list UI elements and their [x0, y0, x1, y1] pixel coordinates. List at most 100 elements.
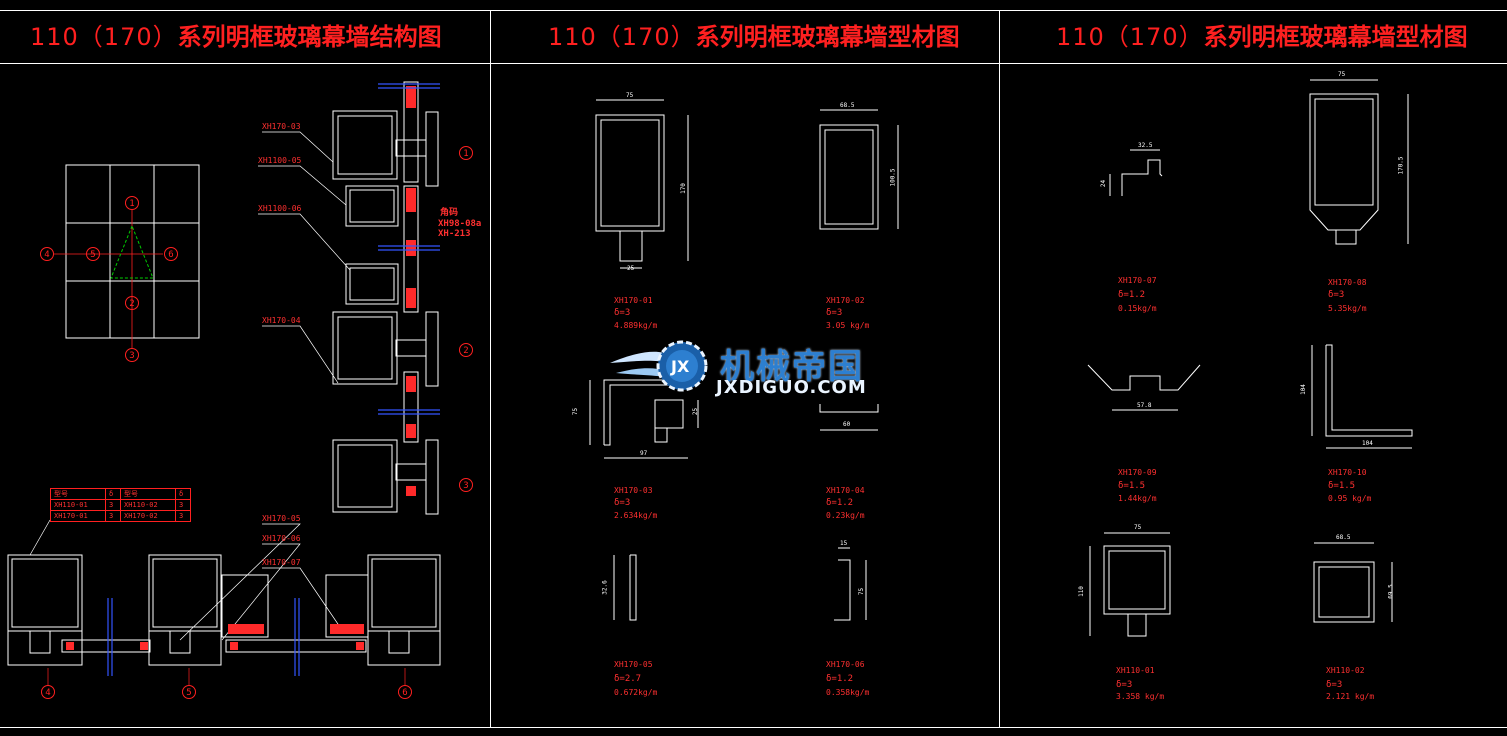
profile-weight: 0.358kg/m — [826, 688, 870, 697]
profile-weight: 0.23kg/m — [826, 511, 865, 520]
dimension-label: 32.5 — [1138, 142, 1153, 149]
node-marker-4: 4 — [40, 247, 54, 261]
profile-code: XH170-05 — [614, 660, 653, 669]
profile-xh110-02 — [1313, 542, 1393, 623]
section-marker-4: 4 — [41, 685, 55, 699]
legend-header: δ — [105, 488, 121, 500]
profile-xh170-10 — [1311, 344, 1413, 449]
profile-code: XH170-07 — [1118, 276, 1157, 285]
profile-weight: 0.15kg/m — [1118, 304, 1157, 313]
note-line: 角码 — [440, 208, 459, 218]
profile-xh170-09 — [1087, 364, 1201, 411]
legend-cell: 3 — [175, 499, 191, 511]
dimension-label: 104 — [1362, 440, 1373, 447]
profile-thickness: δ=1.2 — [826, 674, 854, 684]
dimension-label: 25 — [627, 265, 635, 272]
legend-cell: 3 — [105, 499, 121, 511]
legend-cell: 3 — [105, 510, 121, 522]
profile-weight: 1.44kg/m — [1118, 494, 1157, 503]
node-marker-3: 3 — [125, 348, 139, 362]
section-marker-5: 5 — [182, 685, 196, 699]
glass-seals — [406, 86, 416, 496]
legend-cell: XH170-02 — [120, 510, 176, 522]
profile-thickness: δ=3 — [826, 308, 843, 318]
profile-thickness: δ=3 — [1328, 290, 1345, 300]
profile-code: XH110-01 — [1116, 666, 1155, 675]
section-marker-6: 6 — [398, 685, 412, 699]
horizontal-axes — [107, 598, 300, 676]
profile-xh170-04 — [819, 404, 879, 431]
profile-code: XH170-01 — [614, 296, 653, 305]
profile-thickness: δ=1.2 — [1118, 290, 1146, 300]
drawing-frame — [0, 10, 1507, 728]
section-marker-1: 1 — [459, 146, 473, 160]
legend-header: 型号 — [120, 488, 176, 500]
legend-row: XH110-01 3 XH110-02 3 — [50, 499, 191, 511]
profile-weight: 3.358 kg/m — [1116, 692, 1165, 701]
profile-weight: 3.05 kg/m — [826, 321, 870, 330]
profile-code: XH170-10 — [1328, 468, 1367, 477]
section-marker-2: 2 — [459, 343, 473, 357]
watermark-badge: JX — [671, 357, 690, 376]
dimension-label: 104 — [1299, 384, 1307, 395]
profile-code: XH170-06 — [826, 660, 865, 669]
callout-label: XH170-04 — [262, 316, 301, 325]
dimension-label: 68.5 — [1336, 534, 1351, 541]
callout-label: XH170-07 — [262, 558, 301, 567]
profile-thickness: δ=3 — [1326, 680, 1343, 690]
profile-thickness: δ=2.7 — [614, 674, 642, 684]
profile-weight: 0.95 kg/m — [1328, 494, 1372, 503]
profile-weight: 5.35kg/m — [1328, 304, 1367, 313]
vertical-section — [332, 81, 439, 515]
dimension-label: 110 — [1077, 586, 1085, 597]
dimension-label: 15 — [840, 540, 848, 547]
callout-label: XH1100-06 — [258, 204, 302, 213]
section-guides — [47, 668, 406, 686]
profile-code: XH170-09 — [1118, 468, 1157, 477]
profile-weight: 2.634kg/m — [614, 511, 658, 520]
note-line: XH98-08a — [438, 219, 482, 229]
callout-label: XH170-06 — [262, 534, 301, 543]
profile-weight: 4.889kg/m — [614, 321, 658, 330]
title-series-number: 110（170） — [1056, 23, 1204, 51]
elevation-guides — [54, 210, 163, 348]
dimension-label: 75 — [572, 407, 580, 416]
node-marker-5: 5 — [86, 247, 100, 261]
title-series-number: 110（170） — [30, 23, 178, 51]
profile-xh170-08 — [1309, 79, 1409, 245]
profile-weight: 0.672kg/m — [614, 688, 658, 697]
dimension-label: 69.5 — [1387, 584, 1395, 599]
horizontal-seals — [66, 624, 364, 650]
dimension-label: 170 — [679, 183, 687, 194]
panel-title-structure: 110（170）系列明框玻璃幕墙结构图 — [30, 20, 442, 54]
profile-xh170-01 — [595, 99, 689, 269]
dimension-label: 32.6 — [601, 580, 609, 595]
dimension-label: 75 — [1338, 71, 1346, 78]
note-line: XH-213 — [438, 229, 471, 239]
profile-xh110-01 — [1089, 532, 1171, 637]
profile-xh170-07 — [1109, 149, 1163, 196]
title-text: 系列明框玻璃幕墙型材图 — [1203, 23, 1468, 51]
profile-thickness: δ=3 — [614, 308, 631, 318]
legend-row: XH170-01 3 XH170-02 3 — [50, 510, 191, 522]
watermark-url: JXDIGUO.COM — [716, 377, 867, 398]
node-marker-6: 6 — [164, 247, 178, 261]
callout-label: XH170-03 — [262, 122, 301, 131]
dimension-label: 25 — [692, 407, 700, 416]
profile-thickness: δ=1.5 — [1118, 481, 1146, 491]
callout-label: XH170-05 — [262, 514, 301, 523]
dimension-label: 60 — [843, 421, 851, 428]
dimension-label: 75 — [858, 587, 866, 596]
profile-code: XH170-03 — [614, 486, 653, 495]
title-text: 系列明框玻璃幕墙型材图 — [695, 23, 960, 51]
legend-cell: 3 — [175, 510, 191, 522]
node-marker-1: 1 — [125, 196, 139, 210]
title-text: 系列明框玻璃幕墙结构图 — [177, 23, 442, 51]
elevation-grid — [65, 164, 200, 339]
axis-lines — [378, 83, 440, 415]
callout-label: XH1100-05 — [258, 156, 302, 165]
panel-title-profiles-1: 110（170）系列明框玻璃幕墙型材图 — [548, 20, 960, 54]
horizontal-section — [7, 554, 441, 666]
dimension-label: 24 — [1100, 179, 1108, 188]
profile-xh170-02 — [819, 109, 899, 230]
